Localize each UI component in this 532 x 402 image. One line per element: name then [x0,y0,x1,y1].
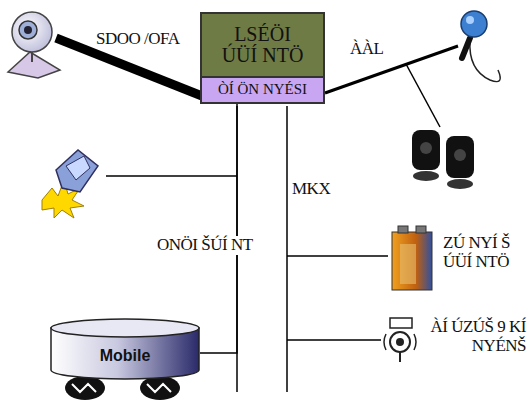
effect-icon [42,150,98,218]
speakers-icon [412,130,474,189]
device-label: ÀÍ ÚZÚŠ 9 KÍ NYÉNŠ [420,318,526,355]
sensor-icon [384,318,416,362]
interface-band: ÒÍ ÖN NYÉSI [200,76,325,104]
bus-line [286,106,288,392]
mobile-base: Mobile [50,318,200,380]
cable-label: SDOO /OFA [96,30,206,49]
bus-label: ONÖI ŠÚÍ NT [155,236,279,255]
audio-cable [325,46,458,93]
sensor-lead [287,339,381,341]
bus-label: MKX [292,180,342,199]
module-box: LSÉÖI ÚÜÍ NTÖ [200,12,325,78]
bus-connector [200,104,237,353]
battery-icon [392,226,432,290]
speaker-lead [406,64,440,127]
battery-lead [287,255,388,257]
cable-label: ÀÀL [350,40,400,59]
node-text: LSÉÖI ÚÜÍ NTÖ [215,24,310,66]
microphone-icon [461,11,500,82]
webcam-icon [8,12,60,78]
node-text: ÒÍ ÖN NYÉSI [218,82,307,98]
node-text: Mobile [100,348,151,365]
device-label: ZÚ NYÍ Š ÚÜÍ NTÖ [443,234,525,271]
effect-lead [106,175,237,177]
